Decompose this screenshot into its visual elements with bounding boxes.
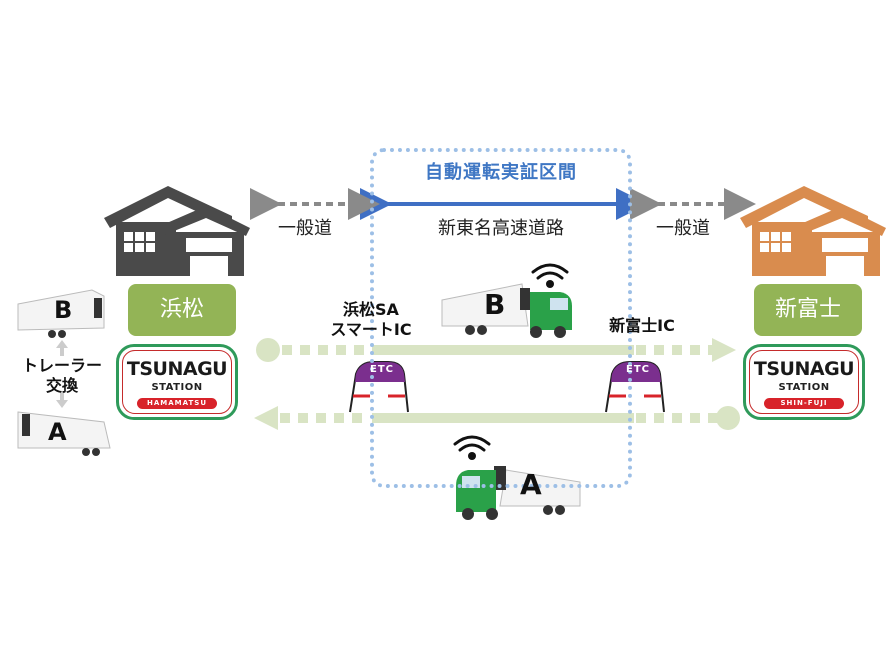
- etc-gate-right-icon: [605, 361, 665, 413]
- local-road-label-right: 一般道: [656, 218, 710, 239]
- station-sub-label: STATION: [778, 382, 830, 393]
- truck-b-icon: [441, 263, 572, 338]
- trailer-a-label: A: [48, 418, 67, 446]
- tsunagu-logo: TSUNAGU: [126, 358, 228, 380]
- autonomous-driving-zone: [370, 148, 632, 488]
- interchange-line2: スマートIC: [330, 320, 412, 339]
- swap-arrow-icon: [56, 340, 68, 408]
- warehouse-left-icon: [104, 186, 250, 276]
- interchange-line1: 浜松SA: [343, 300, 399, 319]
- etc-gate-left-icon: [349, 361, 409, 413]
- interchange-shin-fuji-ic: 新富士IC: [609, 316, 675, 335]
- trailer-b-label: B: [54, 296, 73, 324]
- tsunagu-station-shin-fuji: TSUNAGU STATION SHIN-FUJI: [743, 344, 865, 420]
- truck-b-label: B: [484, 288, 506, 321]
- tsunagu-station-hamamatsu: TSUNAGU STATION HAMAMATSU: [116, 344, 238, 420]
- trailer-swap-label: トレーラー 交換: [14, 356, 110, 396]
- city-shin-fuji: 新富士: [754, 284, 862, 336]
- etc-label-left: ETC: [370, 364, 394, 375]
- city-hamamatsu: 浜松: [128, 284, 236, 336]
- warehouse-right-icon: [740, 186, 886, 276]
- swap-line1: トレーラー: [21, 356, 102, 375]
- highway-label: 新東名高速道路: [438, 218, 564, 239]
- etc-label-right: ETC: [626, 364, 650, 375]
- station-inner-border: [749, 350, 859, 414]
- lane-westbound: [254, 406, 740, 430]
- zone-title: 自動運転実証区間: [425, 162, 577, 183]
- trailer-a-icon: [17, 411, 111, 456]
- lane-eastbound: [256, 338, 736, 362]
- trailer-b-icon: [17, 289, 105, 338]
- station-sub-label: STATION: [151, 382, 203, 393]
- tsunagu-logo: TSUNAGU: [753, 358, 855, 380]
- interchange-hamamatsu-sa: 浜松SA スマートIC: [316, 300, 426, 340]
- station-inner-border: [122, 350, 232, 414]
- station-name-badge: SHIN-FUJI: [764, 398, 844, 409]
- truck-a-label: A: [520, 468, 542, 501]
- swap-line2: 交換: [45, 376, 78, 395]
- station-name-badge: HAMAMATSU: [137, 398, 217, 409]
- local-road-label-left: 一般道: [278, 218, 332, 239]
